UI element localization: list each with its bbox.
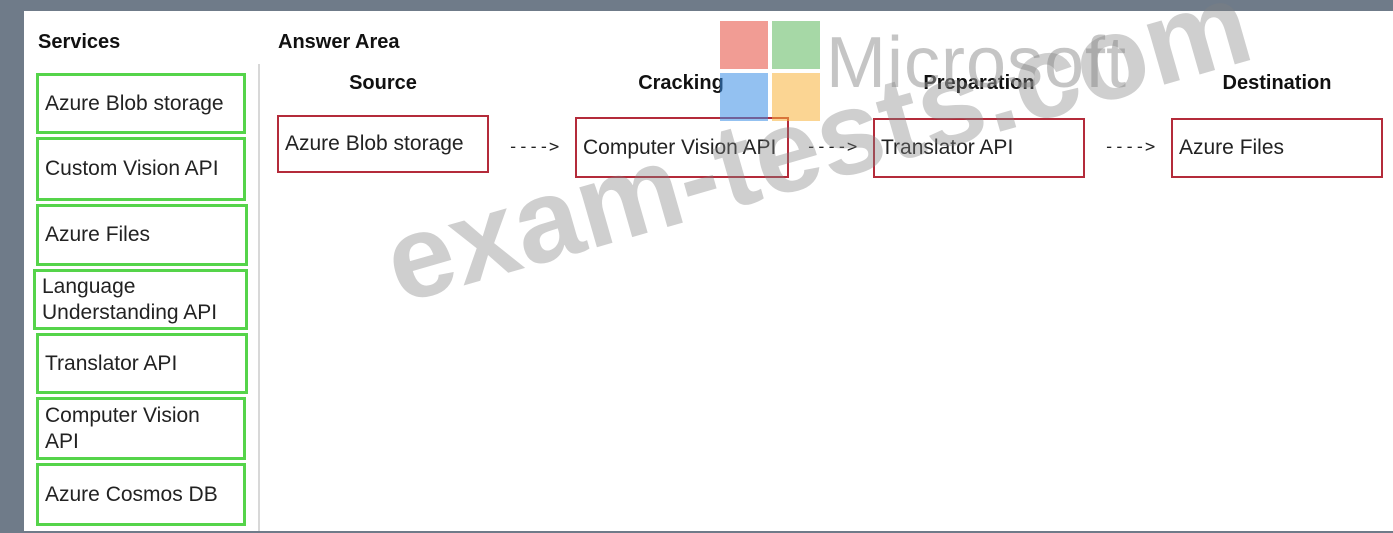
service-language-understanding-api[interactable]: Language Understanding API xyxy=(33,269,248,330)
drag-drop-panel xyxy=(24,11,1393,531)
answer-cracking-value: Computer Vision API xyxy=(583,135,777,159)
column-preparation-heading: Preparation xyxy=(923,72,1035,94)
column-source-heading: Source xyxy=(349,72,417,94)
answer-slot-preparation[interactable]: Translator API xyxy=(873,118,1085,178)
service-azure-blob-storage[interactable]: Azure Blob storage xyxy=(36,73,246,134)
answer-slot-destination[interactable]: Azure Files xyxy=(1171,118,1383,178)
column-cracking-heading: Cracking xyxy=(638,72,724,94)
service-label: Custom Vision API xyxy=(45,157,219,180)
answer-preparation-value: Translator API xyxy=(881,136,1014,159)
answer-area-heading: Answer Area xyxy=(278,31,400,53)
service-azure-cosmos-db[interactable]: Azure Cosmos DB xyxy=(36,463,246,526)
microsoft-watermark: Microsoft xyxy=(826,23,1128,103)
microsoft-logo-icon xyxy=(720,21,820,121)
service-computer-vision-api[interactable]: Computer Vision API xyxy=(36,397,246,460)
answer-slot-cracking[interactable]: Computer Vision API xyxy=(575,117,789,178)
flow-arrow: ----> xyxy=(508,137,560,157)
service-label: Language Understanding API xyxy=(42,274,218,324)
service-translator-api[interactable]: Translator API xyxy=(36,333,248,394)
answer-destination-value: Azure Files xyxy=(1179,136,1285,159)
service-custom-vision-api[interactable]: Custom Vision API xyxy=(36,137,246,201)
service-label: Azure Cosmos DB xyxy=(45,482,218,506)
service-azure-files[interactable]: Azure Files xyxy=(36,204,248,266)
service-label: Translator API xyxy=(45,351,178,375)
services-heading: Services xyxy=(38,31,121,53)
panel-divider xyxy=(258,64,260,531)
column-destination-heading: Destination xyxy=(1222,72,1332,94)
service-label: Computer Vision API xyxy=(45,403,200,453)
answer-source-value: Azure Blob storage xyxy=(285,132,464,155)
answer-slot-source[interactable]: Azure Blob storage xyxy=(277,115,489,173)
flow-arrow: ----> xyxy=(806,137,858,157)
service-label: Azure Blob storage xyxy=(45,91,224,115)
flow-arrow: ----> xyxy=(1104,137,1156,157)
service-label: Azure Files xyxy=(45,223,151,246)
